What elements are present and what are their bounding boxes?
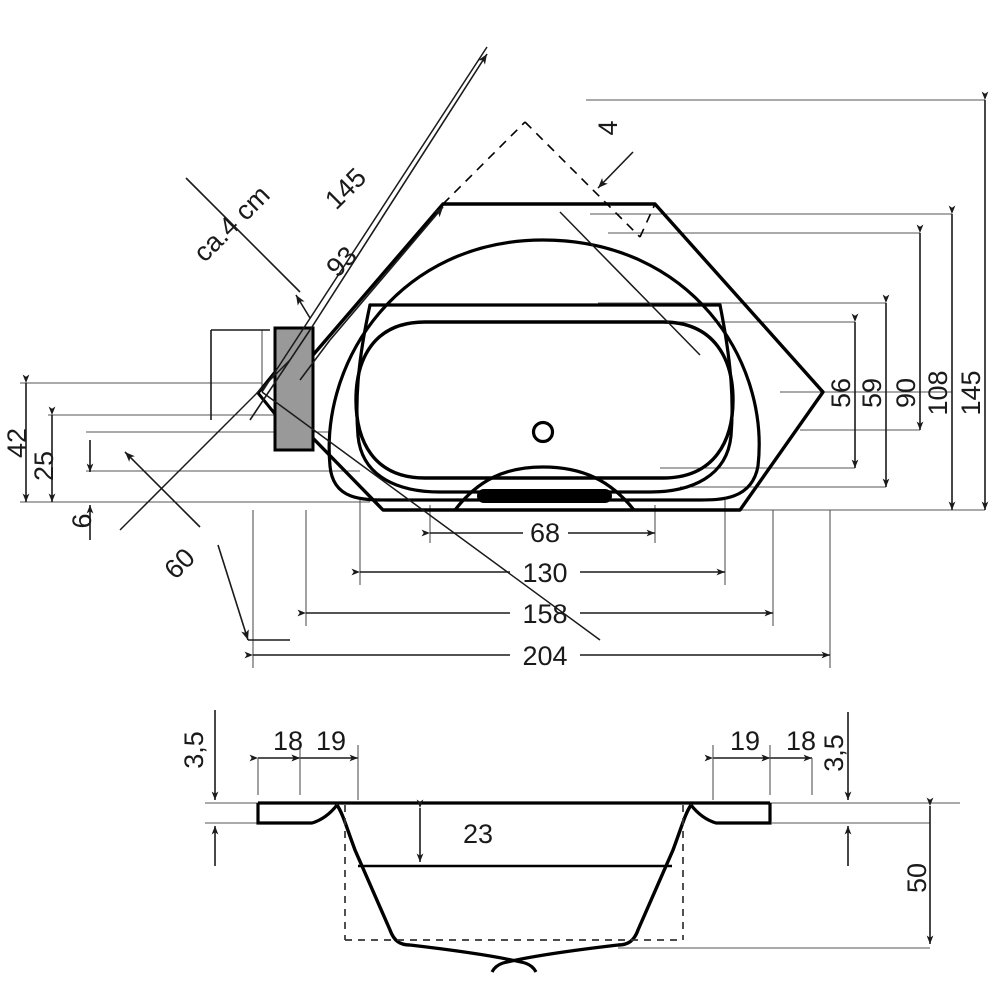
- dim-label-23: 23: [463, 819, 493, 849]
- dim-label-35-left: 3,5: [179, 731, 209, 769]
- dim-label-42: 42: [2, 428, 32, 458]
- dim-label-158: 158: [522, 599, 567, 629]
- cross-section-geometry: [205, 801, 960, 973]
- section-left-rim: [256, 803, 339, 825]
- tap-fixture-block: [256, 326, 315, 452]
- section-bottom-right: [490, 943, 619, 973]
- headrest-pad: [477, 489, 612, 503]
- tub-outer-outline: [274, 202, 825, 512]
- left-vertical-dimensions: [22, 374, 94, 540]
- headrest-bump: [453, 465, 636, 511]
- dim-label-108: 108: [923, 370, 953, 415]
- dim-label-35-right: 3,5: [819, 734, 849, 772]
- section-hidden-lines: [344, 805, 684, 941]
- diagonal-dimension-arrows: [124, 53, 634, 641]
- tub-basin-outline: [355, 303, 734, 494]
- dim-label-204: 204: [522, 641, 567, 671]
- right-vertical-dimensions: [851, 91, 989, 510]
- dim-label-56: 56: [826, 378, 856, 408]
- dim-label-90: 90: [891, 378, 921, 408]
- dim-label-59: 59: [857, 378, 887, 408]
- dimension-labels: 145 93 ca.4 cm 4 60 42 25 6 56 59 90 108…: [2, 120, 986, 893]
- section-bottom-left: [409, 943, 538, 973]
- section-right-rim: [689, 803, 772, 825]
- dim-label-25: 25: [29, 451, 59, 481]
- dim-label-130: 130: [522, 558, 567, 588]
- bottom-horizontal-dimensions: [244, 529, 830, 659]
- tub-inner-rim: [327, 238, 761, 502]
- dim-label-50: 50: [902, 863, 932, 893]
- tub-basin-oval: [354, 320, 735, 480]
- corner-construction-lines: [442, 121, 656, 238]
- dim-label-6: 6: [67, 513, 97, 528]
- diagonal-construction-lines: [119, 46, 701, 641]
- section-dimension-lines: [211, 710, 934, 944]
- section-left-wall: [335, 804, 411, 947]
- dim-label-60-diagonal: 60: [158, 542, 200, 584]
- dim-label-19-left: 19: [316, 726, 346, 756]
- dim-label-18-left: 18: [273, 726, 303, 756]
- dimension-extension-lines: [20, 99, 985, 668]
- dim-label-19-right: 19: [730, 726, 760, 756]
- section-right-wall: [617, 804, 693, 947]
- dim-label-68: 68: [530, 518, 560, 548]
- dim-label-145-diagonal: 145: [319, 162, 372, 215]
- dim-label-145-right: 145: [956, 370, 986, 415]
- drain-hole-icon: [531, 420, 555, 444]
- dim-label-18-right: 18: [786, 726, 816, 756]
- dim-label-4: 4: [593, 120, 623, 135]
